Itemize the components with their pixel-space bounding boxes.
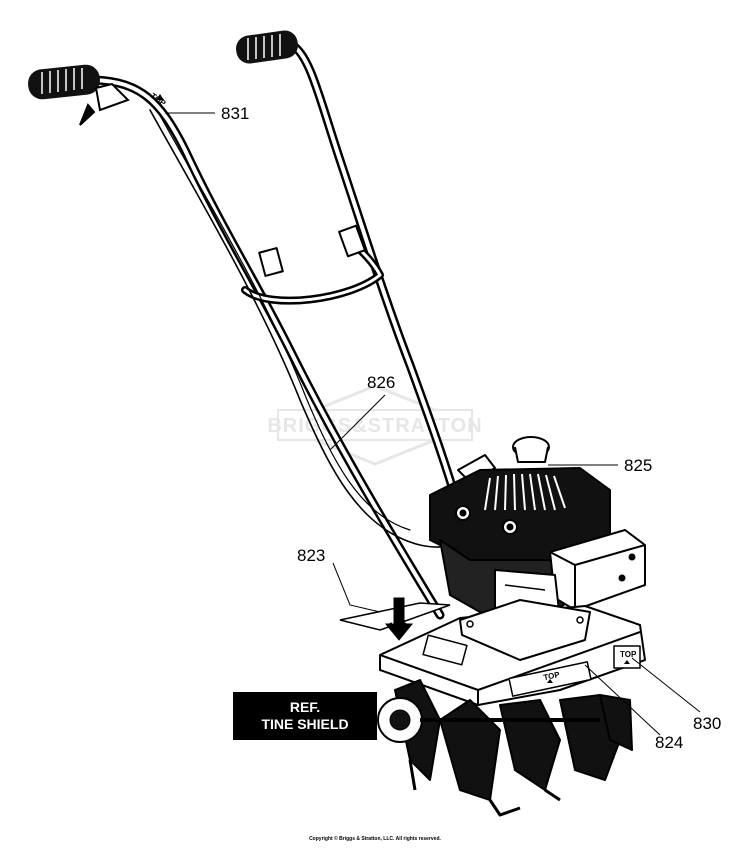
callout-831: 831 <box>221 104 249 123</box>
left-grip <box>28 64 100 100</box>
handlebar <box>90 40 491 620</box>
callout-830: 830 <box>693 714 721 733</box>
ref-tine-shield-label: REF. TINE SHIELD <box>233 692 377 740</box>
tine-shield <box>379 599 646 706</box>
callout-824: 824 <box>655 733 683 752</box>
watermark-text: BRIGGS&STRATTON <box>267 415 482 437</box>
ref-line-2: TINE SHIELD <box>261 716 349 732</box>
decal-830-text: TOP <box>620 650 637 659</box>
tines <box>377 679 633 817</box>
throttle-lever <box>79 82 130 126</box>
right-grip <box>236 30 298 64</box>
callout-823: 823 <box>297 546 325 565</box>
callout-825: 825 <box>624 456 652 475</box>
ref-line-1: REF. <box>289 699 321 715</box>
flap-823 <box>339 597 451 641</box>
decal-824-text: TOP <box>543 670 561 682</box>
callout-826: 826 <box>367 373 395 392</box>
leader-lines <box>165 112 701 736</box>
copyright-notice: Copyright © Briggs & Stratton, LLC. All … <box>309 836 441 842</box>
